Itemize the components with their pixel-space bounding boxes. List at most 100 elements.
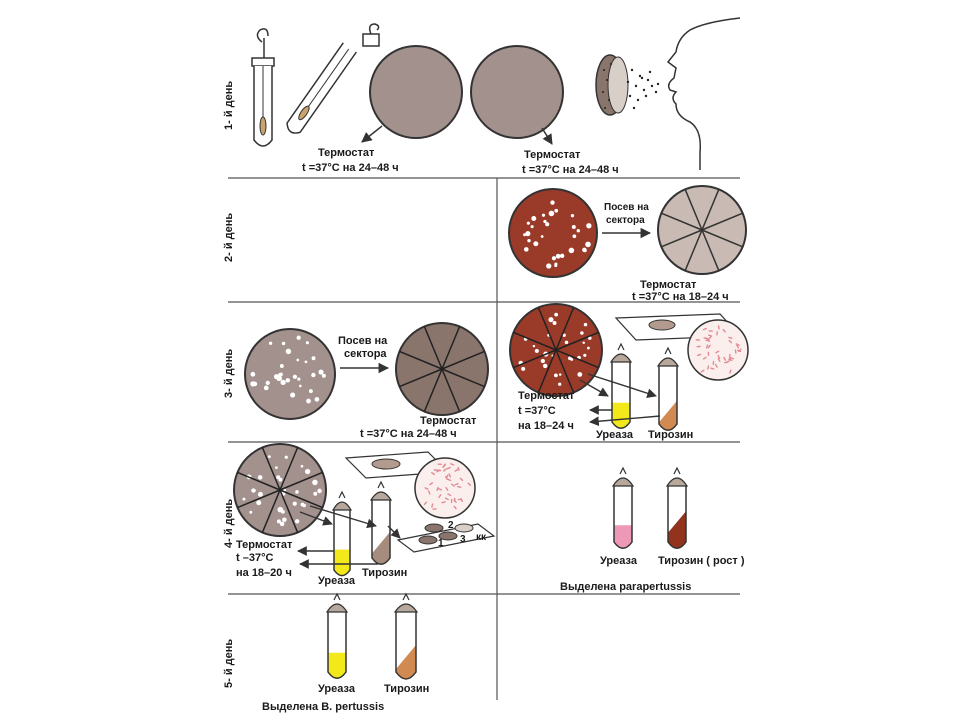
- bacterium-rod: [451, 483, 455, 487]
- colony: [299, 384, 302, 388]
- bacterium-rod: [708, 336, 712, 340]
- day4-right-urease-label: Уреаза: [600, 555, 638, 567]
- tube-medium: [334, 549, 350, 576]
- colony: [531, 215, 537, 221]
- colony: [572, 234, 577, 239]
- day4-tyrosine-label: Тирозин: [362, 567, 407, 579]
- tube-medium: [328, 652, 346, 679]
- colony: [540, 235, 544, 238]
- bacterium-rod: [442, 463, 446, 468]
- colony: [283, 488, 287, 492]
- colony: [273, 374, 280, 380]
- bacterium-rod: [445, 486, 449, 491]
- tube-glass: [327, 612, 347, 680]
- bacterium-rod: [437, 487, 443, 491]
- colony: [311, 372, 316, 378]
- tube-cap-icon: [331, 501, 353, 511]
- colony: [582, 341, 586, 345]
- bacterium-rod: [702, 327, 707, 331]
- colony: [586, 346, 590, 350]
- sector-line: [279, 489, 299, 533]
- day3-posev-line2: сектора: [344, 348, 387, 360]
- bacterium-rod: [447, 478, 452, 482]
- day2-posev-line1: Посев на: [604, 202, 649, 213]
- day2-thermo-cond: t =37°С на 18–24 ч: [632, 291, 729, 303]
- day4-thermo-title: Термостат: [236, 539, 293, 551]
- colony: [312, 479, 318, 486]
- colony: [540, 358, 545, 364]
- day3-red-sector-plate: [509, 303, 603, 397]
- day1-right-thermo-cond: t =37°С на 24–48 ч: [522, 164, 619, 176]
- colony: [296, 335, 301, 340]
- colony: [583, 248, 587, 253]
- day2-posev-line2: сектора: [606, 215, 645, 226]
- bacterium-rod: [710, 367, 715, 370]
- colony: [526, 221, 530, 225]
- colony: [250, 381, 256, 387]
- colony: [305, 341, 309, 345]
- day3-thermo-cond: t =37°С на 24–48 ч: [360, 428, 457, 440]
- bacterium-rod: [697, 353, 702, 357]
- colony: [530, 225, 534, 229]
- day1-arrow-right: [541, 127, 553, 145]
- bacterium-rod: [453, 499, 457, 503]
- day4-thermo-cond: t –37°С: [236, 552, 273, 564]
- droplets-icon: [626, 68, 660, 110]
- colony: [583, 353, 587, 357]
- bacterium-rod: [457, 466, 460, 471]
- colony: [321, 373, 326, 378]
- sector-line: [423, 326, 443, 370]
- colony: [306, 398, 311, 404]
- bacterium-rod: [431, 471, 435, 476]
- day3-urease-label: Уреаза: [596, 429, 634, 441]
- bacterium-rod: [438, 494, 442, 499]
- colony: [570, 358, 574, 361]
- bacterium-rod: [459, 477, 464, 482]
- bacterium-rod: [696, 345, 701, 348]
- bacterium-rod: [448, 473, 451, 478]
- tube-cap-icon: [369, 491, 393, 501]
- sector-line: [237, 471, 281, 491]
- colony: [548, 317, 554, 323]
- colony: [311, 356, 316, 361]
- day3-sector-plate: [395, 322, 489, 416]
- colony: [265, 380, 270, 386]
- colony: [242, 497, 246, 501]
- day4-slide-kk: кк: [476, 532, 487, 543]
- colony: [545, 222, 550, 227]
- bacterium-rod: [423, 501, 428, 506]
- day4-left-panel: 2 1 3 кк Термостат t –37°С на 18–20 ч Ур…: [233, 443, 496, 587]
- sector-line: [261, 489, 281, 533]
- colony: [551, 256, 557, 261]
- colony: [296, 358, 300, 362]
- sector-line: [279, 447, 299, 491]
- colony: [285, 378, 291, 383]
- colony: [277, 506, 284, 513]
- day5-tyrosine-label: Тирозин: [384, 683, 429, 695]
- bacterium-rod: [729, 369, 732, 374]
- sector-line: [701, 212, 743, 231]
- day5-tyrosine-tube: [393, 592, 419, 680]
- colony: [546, 263, 552, 269]
- day1-panel: Термостат t =37°С на 24–48 ч Термостат t…: [251, 17, 741, 176]
- colony: [583, 322, 588, 327]
- tube-glass: [333, 510, 351, 577]
- day4-slide-num-2: 2: [448, 520, 454, 531]
- bacterium-rod: [443, 468, 447, 472]
- colony: [541, 213, 546, 217]
- tube-cap-icon: [665, 477, 689, 487]
- day2-thermo-title: Термостат: [640, 279, 697, 291]
- day-label-4: 4- й день: [223, 499, 235, 548]
- bacterium-rod: [722, 328, 726, 333]
- day1-left-thermo-cond: t =37°С на 24–48 ч: [302, 162, 399, 174]
- bacterium-rod: [736, 344, 740, 349]
- day3-colonies: [250, 335, 326, 404]
- sector-line: [701, 229, 743, 248]
- cough-plate-icon: [595, 54, 629, 116]
- bacterium-rod: [431, 503, 434, 508]
- day4-slide-num-1: 1: [438, 538, 444, 549]
- sector-line: [684, 189, 703, 231]
- colony: [279, 364, 284, 368]
- day3-right-panel: Термостат t =37°С на 18–24 ч Уреаза Тиро…: [509, 303, 749, 441]
